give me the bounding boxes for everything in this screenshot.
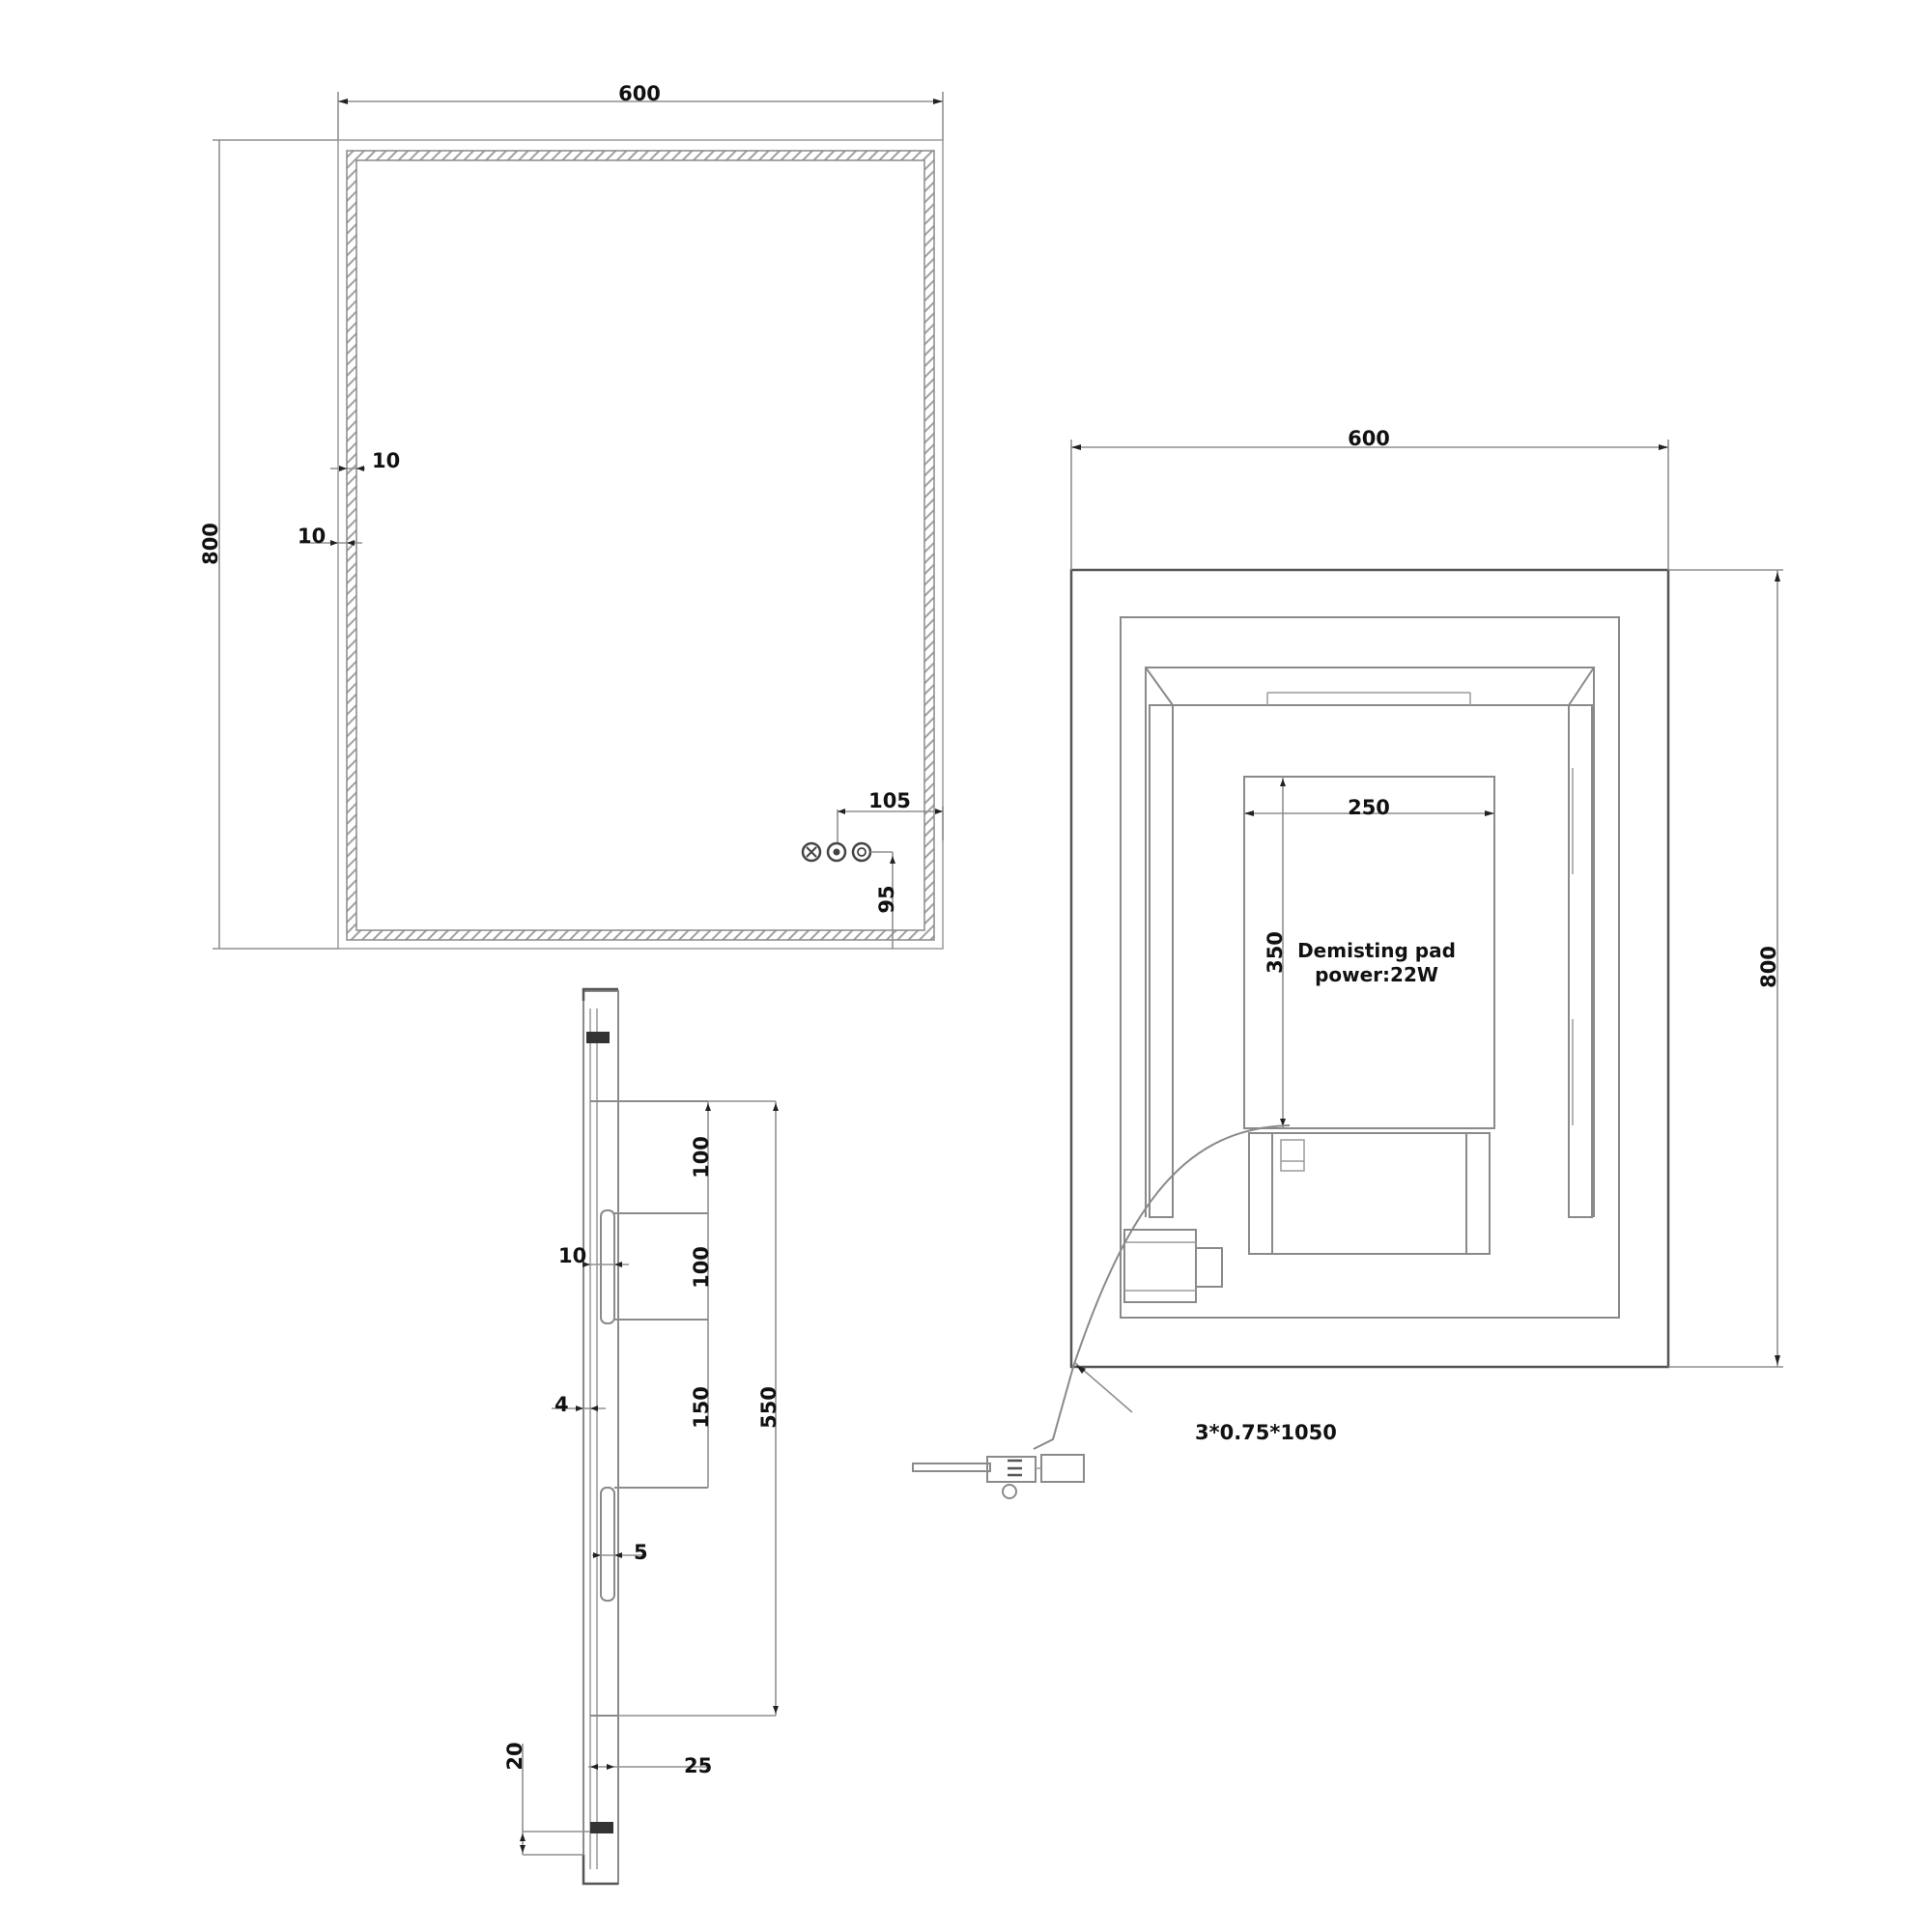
demister-button[interactable]: demister-icon: [801, 841, 822, 863]
button-offset-y-label: 95: [875, 885, 898, 913]
side-bottom-offset-label: 20: [503, 1742, 526, 1770]
front-height-dimension: 800: [199, 139, 338, 950]
side-top-gap-label: 100: [690, 1136, 713, 1179]
led-strip-border: [346, 150, 935, 941]
led-inset-dimension: 10: [298, 525, 362, 548]
pad-label-line1: Demisting pad: [1297, 939, 1456, 962]
side-slot-height-label: 100: [690, 1246, 713, 1289]
back-height-dimension: 800: [1668, 569, 1783, 1368]
side-view: 100 100 150 550 10 4 5 25 20: [503, 987, 781, 1886]
front-view: 600 800 10 10 demis: [199, 82, 944, 950]
back-height-label: 800: [1757, 946, 1780, 988]
front-height-label: 800: [199, 523, 222, 565]
led-strip-offset-label: 10: [298, 525, 326, 548]
button-offset-x-dimension: 105: [837, 789, 944, 842]
back-mirror-outline: [1069, 568, 1670, 1369]
back-view: 250 350 Demisting pad power:22W 3*0.75*1…: [912, 427, 1783, 1499]
touch-buttons: demister-icon light-toggle-icon power-ic…: [801, 841, 872, 863]
front-width-dimension: 600: [337, 82, 944, 140]
terminal-plug: [912, 1454, 1085, 1499]
back-width-dimension: 600: [1070, 427, 1669, 570]
top-led-block: [586, 1032, 610, 1043]
pad-label-line2: power:22W: [1315, 963, 1438, 986]
power-cable: [1072, 1124, 1291, 1368]
power-cable-out: [1033, 1366, 1074, 1450]
side-frame-depth-label: 25: [684, 1754, 712, 1777]
side-bracket-depth-label: 10: [558, 1244, 586, 1267]
left-rail: [1149, 704, 1174, 1218]
power-button[interactable]: power-icon: [851, 841, 872, 863]
right-rail: [1568, 704, 1593, 1218]
front-mirror-outline: [337, 139, 944, 950]
side-middle-gap-label: 150: [690, 1386, 713, 1429]
side-slot-width-label: 5: [634, 1541, 648, 1564]
pad-width-label: 250: [1348, 796, 1390, 819]
back-panel: [1120, 616, 1620, 1319]
demisting-pad: [1243, 776, 1495, 1129]
connector-block: [1123, 1229, 1223, 1303]
button-offset-y-dimension: 95: [870, 851, 898, 949]
bottom-led-block: [590, 1822, 613, 1833]
led-driver: [1248, 1132, 1491, 1255]
light-toggle-button[interactable]: light-toggle-icon: [826, 841, 847, 863]
pad-height-label: 350: [1264, 931, 1287, 974]
front-width-label: 600: [618, 82, 661, 105]
led-offset-dimension: 10: [330, 449, 400, 472]
cable-spec-label: 3*0.75*1050: [1195, 1421, 1337, 1444]
led-strip-width-label: 10: [372, 449, 400, 472]
back-width-label: 600: [1348, 427, 1390, 450]
side-total-bracket-label: 550: [757, 1386, 781, 1429]
button-offset-x-label: 105: [868, 789, 911, 812]
side-glass-thickness-label: 4: [554, 1393, 569, 1416]
